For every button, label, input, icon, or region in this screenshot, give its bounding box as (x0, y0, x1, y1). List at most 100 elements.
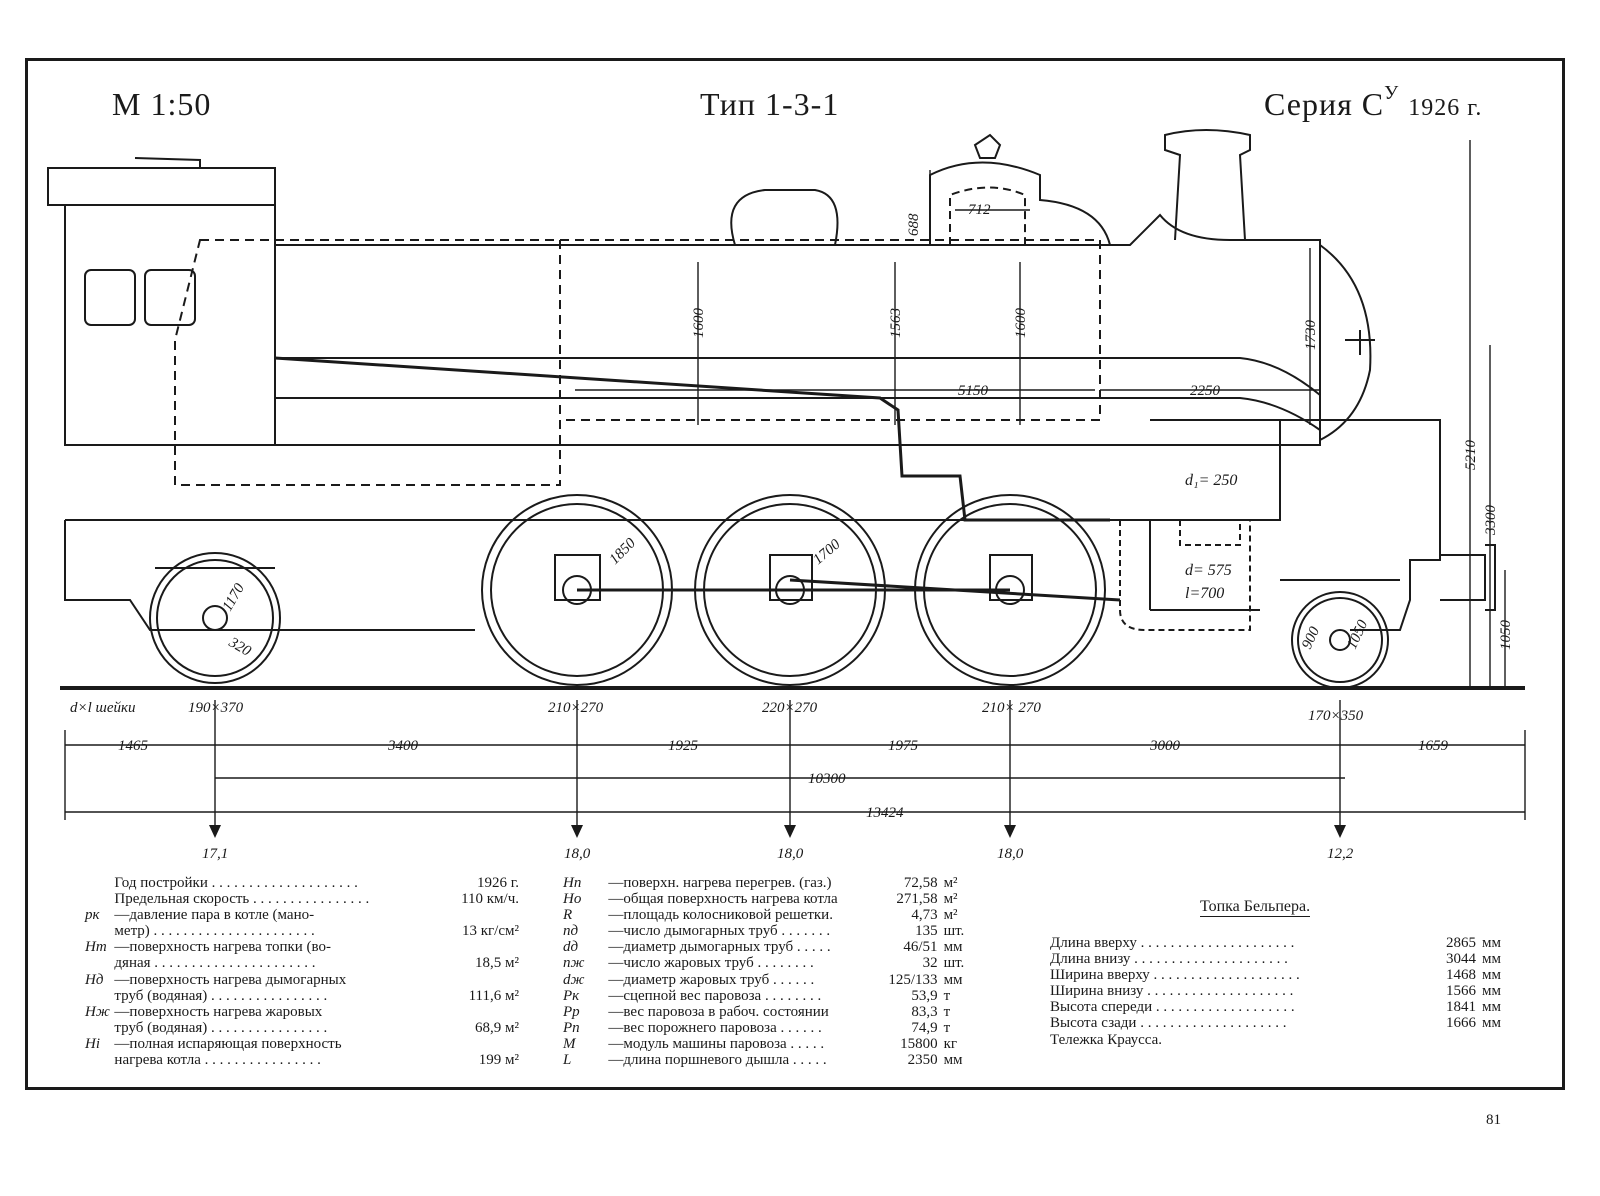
dim-1563: 1563 (888, 308, 904, 338)
leading-wheel (149, 552, 281, 684)
spacing-5: 3000 (1149, 738, 1181, 754)
cylinder (1119, 520, 1251, 631)
journal-labels: d×l шейки 190×370 210×270 220×270 210× 2… (70, 700, 1364, 724)
param-row: Hж—поверхность нагрева жаровых (85, 1003, 323, 1020)
journal-2: 210×270 (548, 700, 604, 716)
axle-load-1: 17,1 (202, 846, 228, 862)
dim-wheel-1170: 1170 (220, 581, 249, 614)
firebox-row: Длина внизу . . . . . . . . . . . . . . … (1050, 951, 1501, 968)
journal-3: 220×270 (762, 700, 818, 716)
boiler (274, 213, 1375, 446)
dim-cylinder-d: d= 575 (1185, 562, 1232, 579)
firebox-title: Топка Бельпера. (1200, 898, 1311, 917)
param-row: Предельная скорость . . . . . . . . . . … (114, 891, 519, 908)
dim-wheel-1850: 1850 (607, 535, 640, 568)
dim-5210: 5210 (1463, 440, 1479, 471)
param-row: Pп—вес порожнего паровоза . . . . . .74,… (563, 1019, 951, 1036)
axle-load-arrows (214, 700, 1341, 835)
dim-1600-b: 1600 (1013, 308, 1029, 339)
firebox-outline (174, 239, 561, 486)
param-row: труб (водяная) . . . . . . . . . . . . .… (114, 987, 519, 1004)
dim-3300: 3300 (1483, 505, 1499, 537)
journal-5: 170×350 (1308, 708, 1364, 724)
steam-domes (730, 133, 1111, 246)
firetube-outline (560, 239, 1101, 421)
dim-688: 688 (906, 213, 922, 236)
buffer (1440, 544, 1496, 611)
dim-1600-a: 1600 (691, 308, 707, 339)
dim-wheel-900: 900 (1299, 624, 1323, 652)
dim-1730: 1730 (1303, 320, 1319, 351)
spacing-labels: 1465 3400 1925 1975 3000 1659 10300 1342… (118, 738, 1449, 821)
dim-1050-right: 1050 (1498, 620, 1514, 651)
arrow-heads (209, 825, 1346, 838)
page-number: 81 (1486, 1112, 1501, 1128)
dim-5150: 5150 (958, 383, 989, 399)
firebox-row: Ширина вверху . . . . . . . . . . . . . … (1050, 967, 1501, 984)
firebox-row: Ширина внизу . . . . . . . . . . . . . .… (1050, 983, 1501, 1000)
axle-loads: 17,1 18,0 18,0 18,0 12,2 (202, 846, 1354, 862)
spacing-3: 1925 (668, 738, 699, 754)
dim-cylinder-l: l=700 (1185, 585, 1224, 602)
journal-heading: d×l шейки (70, 700, 136, 716)
param-row: дяная . . . . . . . . . . . . . . . . . … (114, 955, 519, 972)
param-row: Pк—сцепной вес паровоза . . . . . . . .5… (563, 987, 951, 1004)
firebox-row: Высота спереди . . . . . . . . . . . . .… (1050, 999, 1501, 1016)
running-board (64, 419, 1441, 631)
coupling-rods (274, 356, 1121, 602)
journal-4: 210× 270 (982, 700, 1041, 716)
dim-2250: 2250 (1190, 383, 1221, 399)
drawing-frame (25, 58, 1565, 1090)
trailing-wheel (1280, 579, 1400, 689)
series-label: Серия СУ 1926 г. (1264, 82, 1483, 123)
param-row: Hi—полная испаряющая поверхность (85, 1035, 342, 1052)
param-row: Hд—поверхность нагрева дымогарных (85, 971, 347, 988)
param-row: нагрева котла . . . . . . . . . . . . . … (114, 1052, 519, 1069)
axle-load-3: 18,0 (777, 846, 804, 862)
param-row: Год постройки . . . . . . . . . . . . . … (114, 875, 519, 891)
dim-wheel-1700: 1700 (810, 536, 844, 568)
wheel-arrangement-label: Тип 1-3-1 (700, 86, 840, 122)
chimney (1164, 129, 1251, 241)
param-row: dд—диаметр дымогарных труб . . . . .46/5… (563, 939, 963, 956)
dim-d1: d₁= 250 (1185, 472, 1237, 489)
spacing-4: 1975 (888, 738, 919, 754)
dim-wheel-320: 320 (225, 634, 254, 660)
series-prefix: Серия С (1264, 86, 1385, 122)
param-row: nд—число дымогарных труб . . . . . . .13… (563, 923, 965, 940)
dimension-lines (64, 140, 1526, 820)
spacing-2: 3400 (387, 738, 419, 754)
param-row: Hп—поверхн. нагрева перегрев. (газ.)72,5… (563, 875, 958, 891)
axle-load-5: 12,2 (1327, 846, 1354, 862)
param-row: труб (водяная) . . . . . . . . . . . . .… (114, 1019, 519, 1036)
series-year: 1926 г. (1408, 95, 1483, 121)
params-left: Год постройки . . . . . . . . . . . . . … (85, 875, 525, 1068)
cab-window-right (144, 269, 196, 326)
spacing-1: 1465 (118, 738, 149, 754)
journal-1: 190×370 (188, 700, 244, 716)
spacing-6: 1659 (1418, 738, 1449, 754)
bogie-note: Тележка Краусса. (1050, 1032, 1163, 1048)
firebox-row: Длина вверху . . . . . . . . . . . . . .… (1050, 935, 1501, 951)
spacing-rigid: 10300 (808, 771, 846, 787)
dim-wheel-1050: 1050 (1344, 617, 1371, 651)
axle-load-4: 18,0 (997, 846, 1024, 862)
scale-label: М 1:50 (112, 86, 212, 122)
axle-load-2: 18,0 (564, 846, 591, 862)
param-row: pк—давление пара в котле (мано- (85, 907, 315, 924)
params-right: Hп—поверхн. нагрева перегрев. (газ.)72,5… (563, 875, 983, 1068)
series-superscript: У (1384, 82, 1400, 104)
param-row: Hт—поверхность нагрева топки (во- (85, 939, 332, 956)
firebox-row: Высота сзади . . . . . . . . . . . . . .… (1050, 1015, 1501, 1032)
dim-712: 712 (968, 202, 991, 218)
spacing-total: 13424 (866, 805, 904, 821)
param-row: dж—диаметр жаровых труб . . . . . .125/1… (563, 971, 963, 988)
cab-window-left (84, 269, 136, 326)
